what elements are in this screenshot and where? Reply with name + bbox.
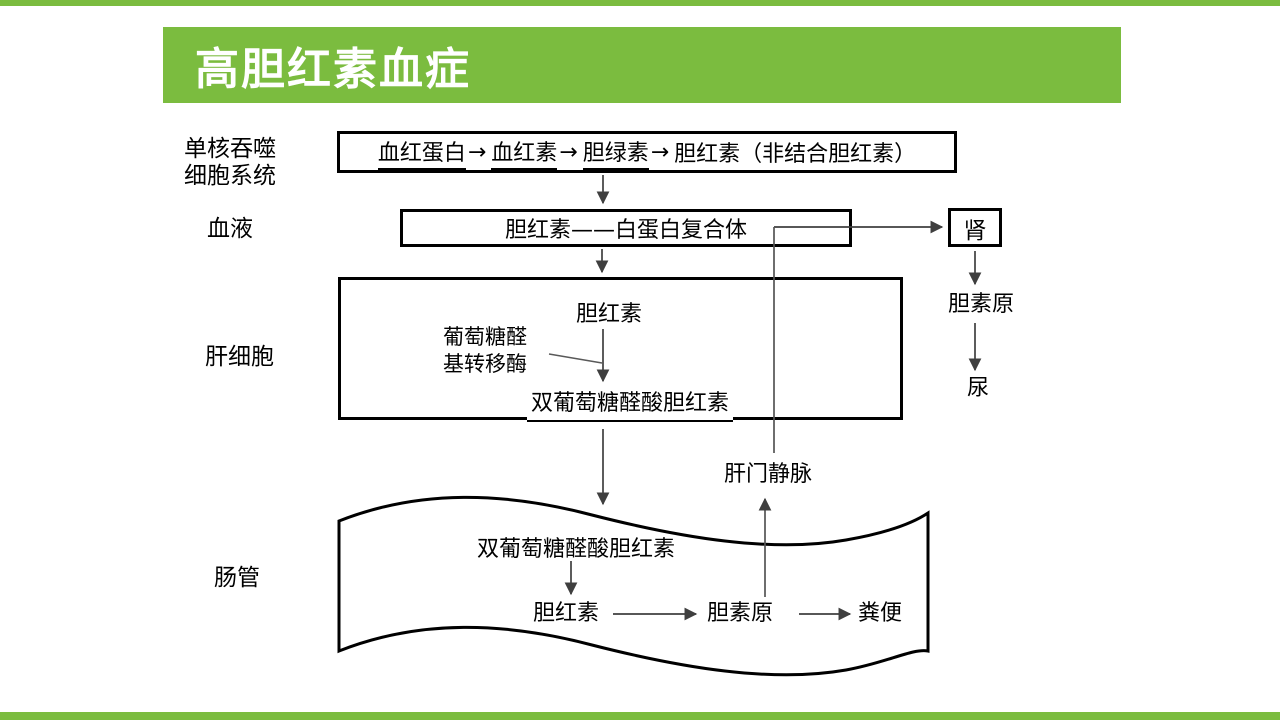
title-bar: 高胆红素血症 bbox=[163, 27, 1121, 103]
feces-text: 粪便 bbox=[858, 601, 903, 626]
kidney-urobilinogen-text: 胆素原 bbox=[947, 292, 1015, 317]
label-mononuclear-line1: 单核吞噬 bbox=[184, 136, 276, 162]
enzyme-line1: 葡萄糖醛 bbox=[443, 325, 527, 349]
kidney-box: 肾 bbox=[948, 208, 1002, 247]
right-arrow-icon: → bbox=[559, 139, 578, 165]
biliverdin-text: 胆绿素 bbox=[582, 135, 649, 170]
intestine-urobilinogen-text: 胆素原 bbox=[707, 601, 774, 626]
bilirubin-albumin-complex-box: 胆红素——白蛋白复合体 bbox=[400, 209, 852, 247]
label-hepatocyte: 肝细胞 bbox=[205, 344, 274, 370]
page-title: 高胆红素血症 bbox=[195, 44, 471, 95]
label-mononuclear-phagocyte-system: 单核吞噬 细胞系统 bbox=[184, 136, 276, 190]
right-arrow-icon: → bbox=[467, 139, 487, 165]
top-accent-strip bbox=[0, 0, 1280, 6]
portal-vein-label: 肝门静脉 bbox=[720, 461, 817, 488]
label-blood: 血液 bbox=[207, 216, 253, 242]
label-mononuclear-line2: 细胞系统 bbox=[184, 163, 276, 189]
liver-diglucuronide-text: 双葡萄糖醛酸胆红素 bbox=[526, 390, 734, 422]
urine-text: 尿 bbox=[966, 376, 990, 401]
liver-bilirubin-text: 胆红素 bbox=[575, 302, 643, 327]
right-arrow-icon: → bbox=[650, 139, 670, 165]
kidney-text: 肾 bbox=[963, 217, 987, 244]
label-intestine: 肠管 bbox=[214, 565, 260, 591]
heme-text: 血红素 bbox=[491, 135, 558, 170]
intestine-bilirubin-text: 胆红素 bbox=[533, 601, 600, 626]
intestine-wave-shape bbox=[337, 495, 930, 677]
enzyme-line2: 基转移酶 bbox=[443, 352, 527, 376]
bilirubin-albumin-complex-text: 胆红素——白蛋白复合体 bbox=[504, 218, 747, 243]
unconjugated-bilirubin-text: 胆红素（非结合胆红素） bbox=[674, 142, 917, 167]
heme-catabolism-box: 血红蛋白 → 血红素 → 胆绿素 → 胆红素（非结合胆红素） bbox=[337, 131, 957, 173]
hemoglobin-text: 血红蛋白 bbox=[377, 135, 466, 170]
bottom-accent-strip bbox=[0, 712, 1280, 720]
glucuronyl-transferase-label: 葡萄糖醛 基转移酶 bbox=[443, 324, 527, 378]
intestine-diglucuronide-text: 双葡萄糖醛酸胆红素 bbox=[476, 537, 676, 562]
